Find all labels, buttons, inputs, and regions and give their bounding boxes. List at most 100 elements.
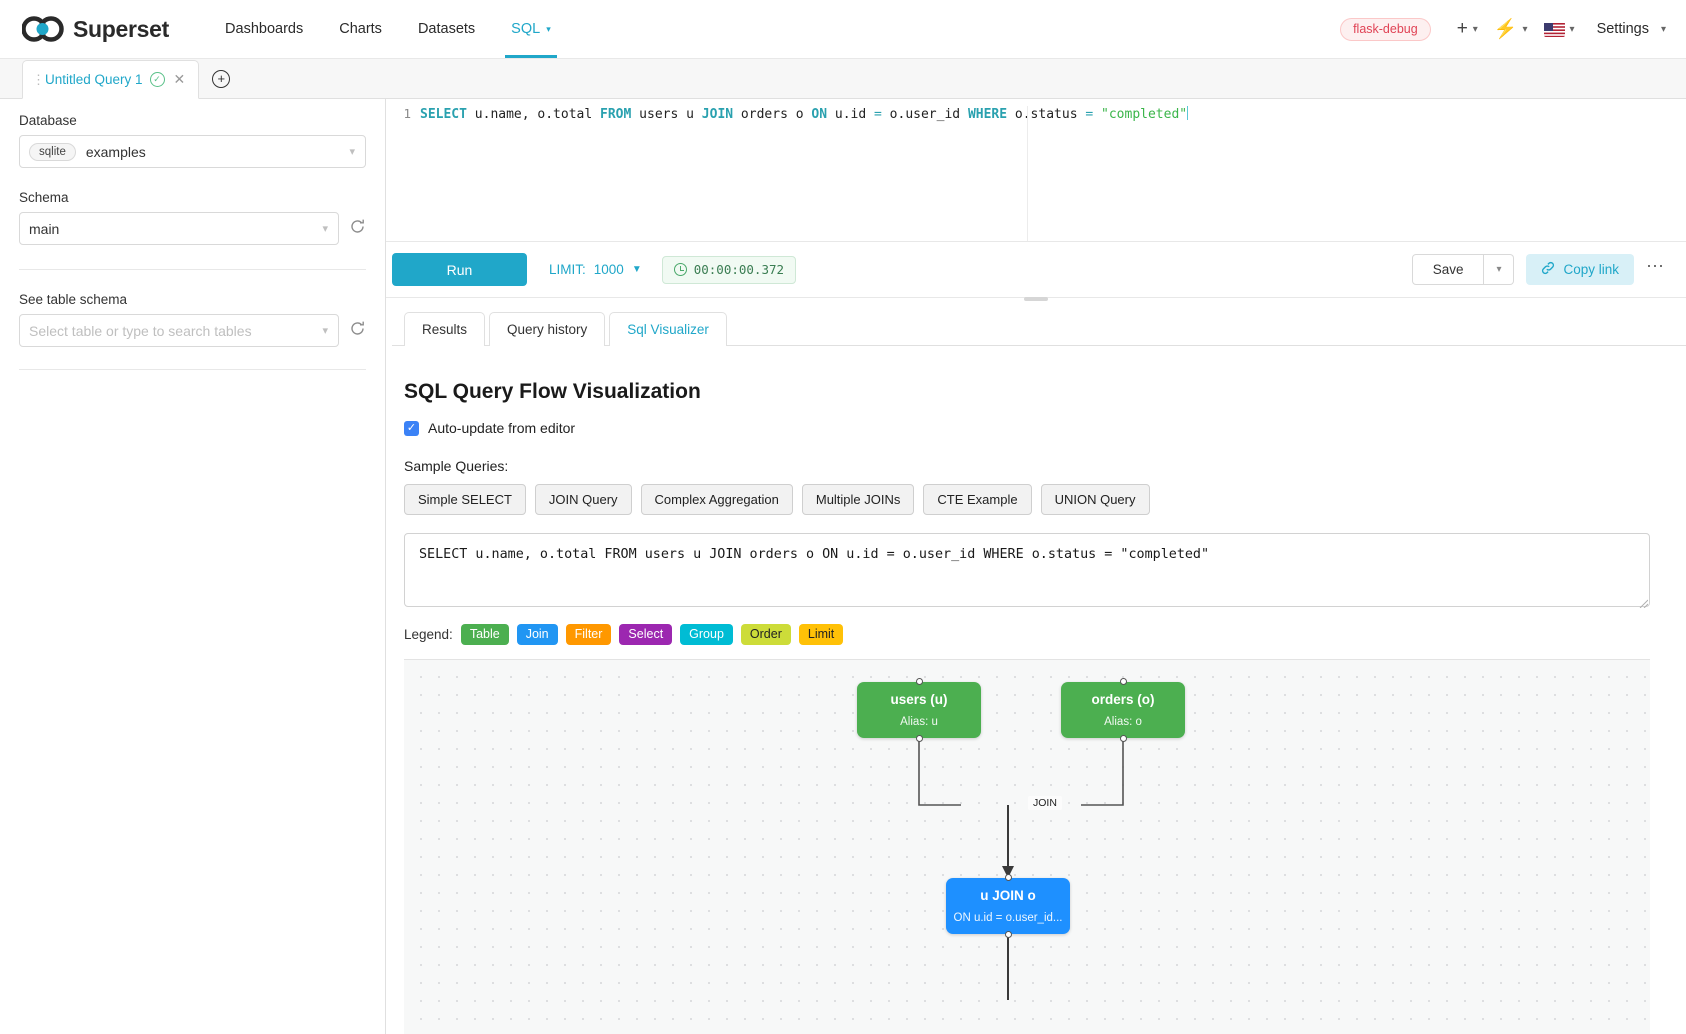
chevron-down-icon: ▾	[546, 23, 551, 34]
node-handle-bottom[interactable]	[1119, 735, 1127, 742]
flask-debug-badge: flask-debug	[1340, 17, 1431, 41]
auto-update-checkbox[interactable]: ✓	[404, 420, 419, 436]
panel-divider	[19, 269, 366, 270]
tab-results[interactable]: Results	[404, 312, 486, 346]
save-dropdown-chevron-down-icon[interactable]: ▾	[1484, 254, 1515, 285]
graph-node-join[interactable]: u JOIN o ON u.id = o.user_id...	[946, 874, 1070, 938]
new-item-button[interactable]: + ▾	[1451, 14, 1484, 44]
drag-handle-icon[interactable]: ⋮	[32, 71, 45, 87]
language-button[interactable]: ▾	[1538, 18, 1581, 41]
limit-dropdown[interactable]: LIMIT: 1000 ▼	[549, 262, 642, 277]
table-search-select[interactable]: Select table or type to search tables ▾	[19, 314, 339, 347]
save-button[interactable]: Save	[1411, 254, 1485, 285]
tab-sql-visualizer[interactable]: Sql Visualizer	[609, 312, 727, 346]
brand-title: Superset	[73, 15, 170, 42]
sample-button-complex-aggregation[interactable]: Complex Aggregation	[640, 484, 793, 515]
bolt-button[interactable]: ⚡ ▾	[1488, 13, 1534, 45]
node-subtitle: ON u.id = o.user_id...	[953, 911, 1063, 924]
node-title: users (u)	[890, 692, 948, 708]
chevron-down-icon: ▾	[1569, 23, 1575, 35]
sample-queries-label: Sample Queries:	[404, 458, 509, 474]
tab-query-history[interactable]: Query history	[489, 312, 606, 346]
sql-visualizer-panel: SQL Query Flow Visualization ✓ Auto-upda…	[392, 346, 1686, 1034]
node-handle-top[interactable]	[915, 678, 923, 685]
graph-edges	[918, 738, 1124, 1000]
query-tab-untitled-query-1[interactable]: ⋮ Untitled Query 1 ✓ ✕	[22, 60, 200, 99]
node-title: orders (o)	[1091, 692, 1155, 708]
bolt-icon: ⚡	[1493, 19, 1518, 40]
us-flag-icon	[1543, 21, 1565, 37]
sample-button-simple-select[interactable]: Simple SELECT	[404, 484, 526, 515]
graph-node-orders[interactable]: orders (o) Alias: o	[1061, 678, 1185, 742]
timer-value: 00:00:00.372	[693, 262, 785, 277]
graph-divider	[404, 659, 1650, 660]
result-tabs-underline	[392, 345, 1686, 346]
query-timer: 00:00:00.372	[661, 255, 797, 284]
sample-button-multiple-joins[interactable]: Multiple JOINs	[801, 484, 915, 515]
limit-label: LIMIT:	[549, 262, 586, 277]
visualizer-query-textarea[interactable]	[404, 533, 1650, 607]
result-tabs: Results Query history Sql Visualizer	[392, 298, 1686, 346]
see-table-schema-label: See table schema	[19, 292, 128, 307]
node-handle-top[interactable]	[1004, 874, 1012, 881]
table-schema-row: Select table or type to search tables ▾	[19, 314, 366, 347]
sample-button-join-query[interactable]: JOIN Query	[534, 484, 632, 515]
check-circle-icon: ✓	[149, 72, 165, 87]
node-handle-bottom[interactable]	[915, 735, 923, 742]
run-button[interactable]: Run	[392, 253, 527, 286]
chevron-down-icon: ▼	[631, 264, 642, 275]
legend-chip-table: Table	[460, 624, 509, 645]
graph-edge-label-join: JOIN	[1028, 796, 1062, 810]
results-area: Results Query history Sql Visualizer SQL…	[386, 298, 1686, 1034]
auto-update-row[interactable]: ✓ Auto-update from editor	[404, 420, 1650, 436]
query-flow-graph[interactable]: users (u) Alias: u orders (o) Alias: o J…	[404, 660, 1650, 1034]
panel-divider-2	[19, 369, 366, 370]
refresh-schema-icon[interactable]	[349, 218, 366, 239]
editor-code-area[interactable]: SELECT u.name, o.total FROM users u JOIN…	[420, 106, 1686, 241]
copy-link-button[interactable]: Copy link	[1526, 254, 1634, 285]
query-tab-bar: ⋮ Untitled Query 1 ✓ ✕ +	[0, 59, 1686, 99]
nav-link-sql[interactable]: SQL ▾	[493, 0, 569, 58]
legend: Legend: Table Join Filter Select Group O…	[404, 624, 1650, 645]
database-select[interactable]: sqlite examples ▾	[19, 135, 366, 168]
schema-value: main	[29, 220, 60, 237]
sample-button-union-query[interactable]: UNION Query	[1040, 484, 1150, 515]
node-handle-bottom[interactable]	[1004, 931, 1012, 938]
save-button-group: Save ▾	[1411, 254, 1515, 285]
chevron-down-icon: ▾	[1660, 23, 1666, 35]
query-tab-label: Untitled Query 1	[45, 72, 143, 87]
schema-label: Schema	[19, 190, 69, 205]
plus-icon: +	[1456, 18, 1468, 39]
sql-editor[interactable]: 1 SELECT u.name, o.total FROM users u JO…	[386, 99, 1686, 242]
graph-node-users[interactable]: users (u) Alias: u	[857, 678, 981, 742]
superset-brand[interactable]: Superset	[21, 15, 170, 43]
superset-logo-icon	[21, 16, 64, 42]
nav-link-sql-label: SQL	[511, 21, 541, 37]
workspace: Database sqlite examples ▾ Schema main ▾…	[0, 99, 1686, 1034]
settings-menu[interactable]: Settings	[1596, 21, 1649, 37]
sample-query-buttons: Simple SELECT JOIN Query Complex Aggrega…	[404, 484, 1650, 515]
editor-toolbar: Run LIMIT: 1000 ▼ 00:00:00.372 Save ▾	[386, 242, 1686, 301]
legend-chip-filter: Filter	[565, 624, 612, 645]
schema-select[interactable]: main ▾	[19, 212, 339, 245]
refresh-tables-icon[interactable]	[349, 320, 366, 341]
nav-link-dashboards[interactable]: Dashboards	[225, 21, 304, 37]
sample-button-cte-example[interactable]: CTE Example	[923, 484, 1032, 515]
legend-chip-group: Group	[680, 624, 733, 645]
ellipsis-icon[interactable]: ⋯	[1646, 256, 1664, 276]
node-handle-top[interactable]	[1119, 678, 1127, 685]
chevron-down-icon: ▾	[1522, 23, 1528, 35]
editor-line-1: SELECT u.name, o.total FROM users u JOIN…	[420, 106, 1189, 122]
add-query-tab-button[interactable]: +	[199, 59, 244, 98]
clock-icon	[673, 263, 687, 276]
left-panel: Database sqlite examples ▾ Schema main ▾…	[0, 99, 386, 1034]
editor-resize-handle[interactable]	[1024, 297, 1048, 301]
nav-link-charts[interactable]: Charts	[339, 21, 382, 37]
page-title: SQL Query Flow Visualization	[404, 380, 701, 403]
close-icon[interactable]: ✕	[173, 71, 186, 87]
chevron-down-icon: ▾	[1472, 23, 1478, 35]
chevron-down-icon: ▾	[349, 146, 355, 158]
auto-update-label: Auto-update from editor	[428, 420, 576, 436]
nav-link-datasets[interactable]: Datasets	[417, 21, 476, 37]
navbar-right: flask-debug + ▾ ⚡ ▾ ▾	[1340, 13, 1666, 45]
